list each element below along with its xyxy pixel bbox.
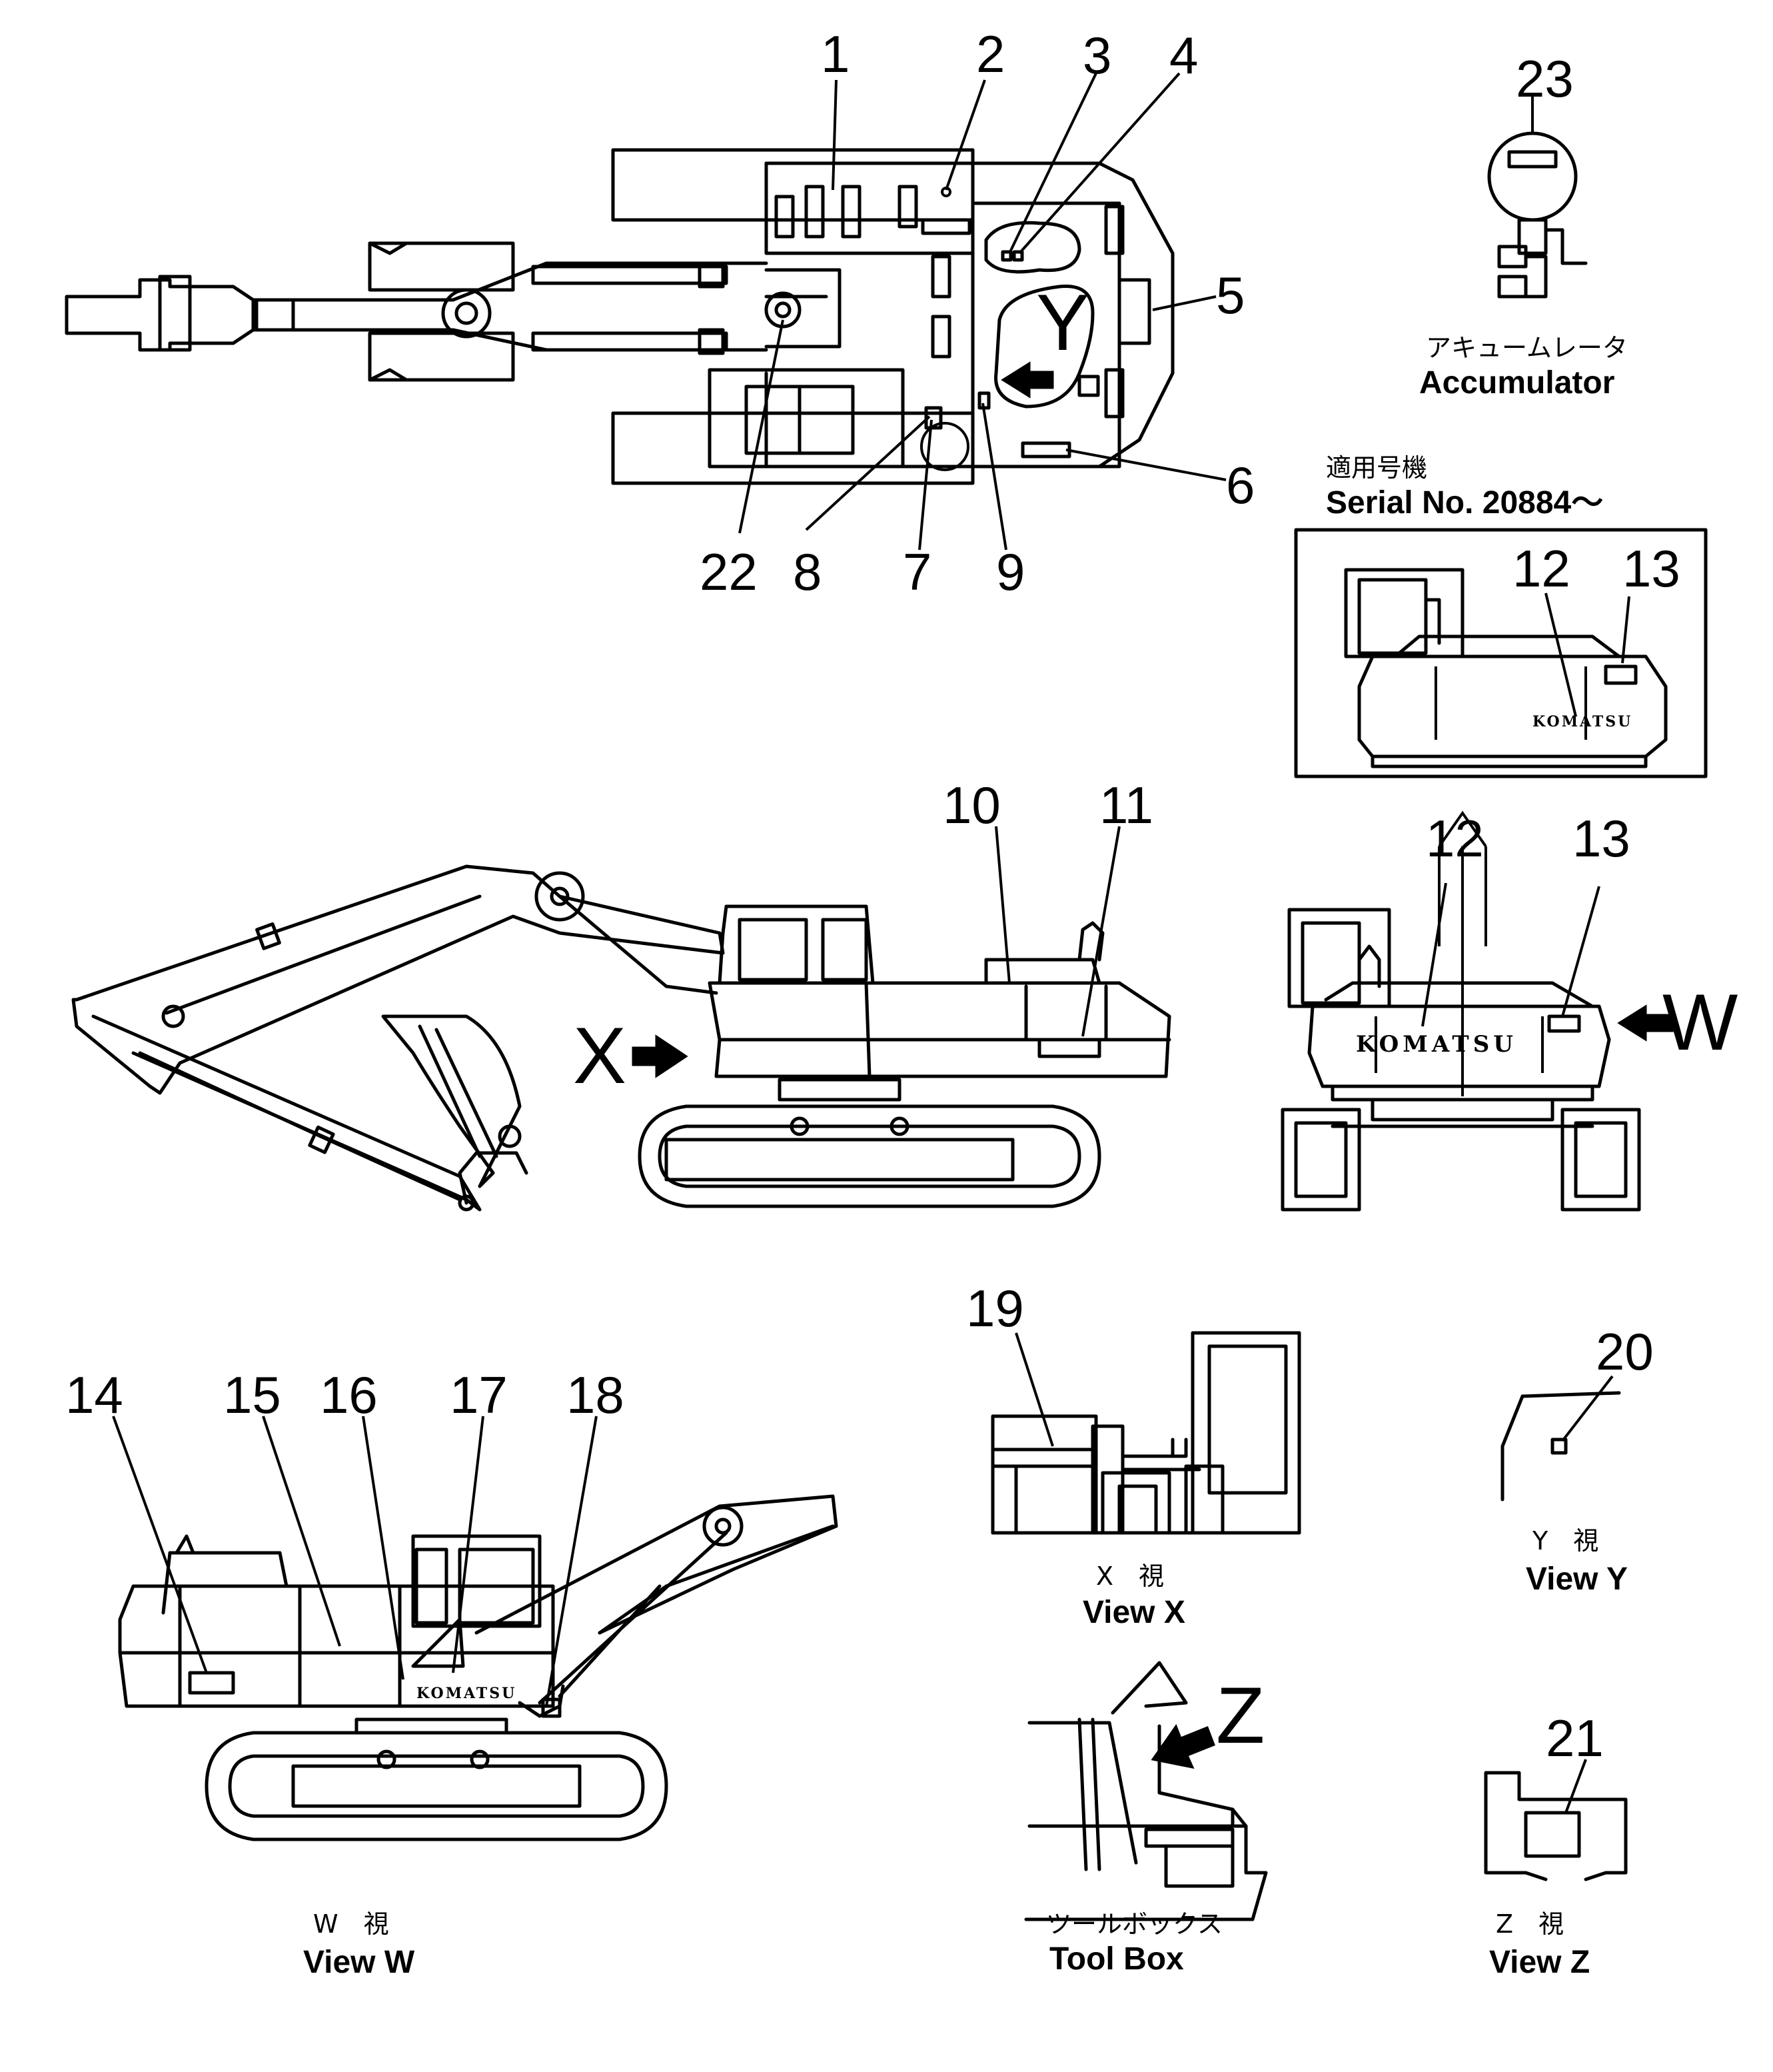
serial-jp: 適用号機: [1326, 453, 1427, 483]
callout-18: 18: [566, 1366, 624, 1424]
callout-2: 2: [976, 25, 1005, 83]
callout-13a: 13: [1622, 539, 1680, 598]
callout-13b: 13: [1572, 809, 1630, 868]
callout-23: 23: [1516, 49, 1574, 108]
x-arrow: [632, 1034, 688, 1078]
view-w-leaders: [112, 1416, 598, 1707]
w-label: W: [1662, 978, 1738, 1067]
y-arrow: [1001, 361, 1054, 399]
callout-6: 6: [1226, 456, 1255, 515]
callout-10: 10: [943, 776, 1001, 834]
rear-view-logo: KOMATSU: [1356, 1031, 1517, 1058]
view-y-jp: Y 視: [1532, 1526, 1598, 1555]
serial-box-logo: KOMATSU: [1532, 713, 1632, 730]
view-w-en: View W: [303, 1945, 415, 1980]
callout-14: 14: [65, 1366, 123, 1424]
x-label: X: [573, 1011, 626, 1100]
y-label: Y: [1036, 278, 1089, 367]
callout-numbers: 1 2 3 4 5 6 7 8 9 10 11 12 12 13 13 14 1…: [65, 25, 1680, 1767]
logos: KOMATSU KOMATSU KOMATSU: [416, 713, 1632, 1702]
callout-15: 15: [223, 1366, 281, 1424]
view-x-jp: X 視: [1096, 1561, 1164, 1591]
view-y-en: View Y: [1526, 1561, 1628, 1597]
toolbox-jp: ツールボックス: [1046, 1909, 1223, 1939]
callout-8: 8: [793, 542, 822, 601]
callout-22: 22: [700, 542, 758, 601]
side-view-leaders: [995, 826, 1121, 1037]
serial-box-drawing: [1294, 528, 1708, 778]
callout-20: 20: [1596, 1322, 1654, 1381]
callout-12b: 12: [1426, 809, 1484, 868]
view-z-jp: Z 視: [1496, 1909, 1564, 1939]
z-arrow: [1151, 1723, 1215, 1769]
view-x-drawing: [991, 1331, 1301, 1535]
callout-21: 21: [1546, 1709, 1604, 1767]
view-w-logo: KOMATSU: [416, 1685, 516, 1702]
view-w-machine: [118, 1494, 838, 1841]
side-view-machine: [71, 864, 1171, 1212]
captions: アキュームレータ Accumulator 適用号機 Serial No. 208…: [303, 333, 1628, 1980]
accumulator-en: Accumulator: [1419, 365, 1614, 401]
callout-11: 11: [1099, 776, 1153, 834]
callout-17: 17: [450, 1366, 508, 1424]
callout-5: 5: [1216, 266, 1245, 325]
view-w-jp: W 視: [313, 1909, 389, 1939]
serial-en: Serial No. 20884～: [1326, 485, 1603, 520]
callout-12a: 12: [1512, 539, 1570, 598]
z-label: Z: [1216, 1671, 1265, 1760]
callout-7: 7: [903, 542, 931, 601]
callout-1: 1: [821, 25, 850, 83]
callout-4: 4: [1169, 26, 1198, 85]
toolbox-en: Tool Box: [1049, 1941, 1184, 1977]
callout-3: 3: [1083, 26, 1111, 85]
view-x-en: View X: [1083, 1595, 1185, 1630]
top-view-leaders: [738, 72, 1227, 550]
w-arrow: [1617, 1004, 1674, 1042]
toolbox-drawing: [1024, 1661, 1268, 1921]
view-y-drawing: [1500, 1375, 1621, 1502]
top-view-machine: [65, 148, 1175, 485]
callout-9: 9: [996, 542, 1025, 601]
view-z-en: View Z: [1489, 1945, 1590, 1980]
accumulator-jp: アキュームレータ: [1426, 333, 1628, 363]
view-z-drawing: [1484, 1759, 1628, 1881]
rear-view-machine: [1281, 810, 1641, 1212]
callout-19: 19: [966, 1279, 1024, 1338]
accumulator-drawing: [1487, 93, 1588, 299]
arrow-labels: Y X W Z: [573, 278, 1738, 1760]
callout-16: 16: [320, 1366, 378, 1424]
